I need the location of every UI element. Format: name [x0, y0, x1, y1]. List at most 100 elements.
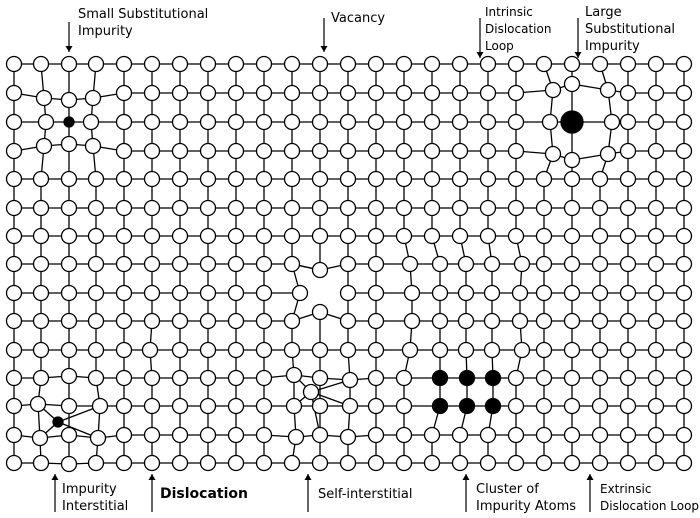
lattice-atom: [423, 113, 441, 131]
lattice-atom: [395, 227, 413, 245]
lattice-atom: [227, 369, 245, 387]
lattice-atom: [5, 142, 23, 160]
lattice-atom: [87, 199, 105, 217]
lattice-atom: [479, 84, 497, 102]
lattice-atom: [227, 255, 245, 273]
lattice-atom: [423, 55, 441, 73]
lattice-atom: [171, 199, 189, 217]
lattice-atom: [395, 170, 413, 188]
lattice-atom: [675, 255, 693, 273]
lattice-atom: [367, 55, 385, 73]
lattice-atom: [535, 284, 553, 302]
lattice-atom: [339, 170, 357, 188]
lattice-atom: [171, 113, 189, 131]
lattice-atom: [647, 255, 665, 273]
lattice-atom: [339, 84, 357, 102]
lattice-atoms: [5, 55, 693, 473]
arrow-impurity-interstitial: [51, 474, 59, 512]
lattice-atom: [89, 429, 107, 447]
lattice-atom: [60, 341, 78, 359]
lattice-atom: [31, 429, 49, 447]
lattice-atom: [5, 55, 23, 73]
lattice-atom: [544, 145, 562, 163]
lattice-atom: [32, 255, 50, 273]
lattice-atom: [143, 312, 161, 330]
lattice-atom: [199, 255, 217, 273]
lattice-atom: [507, 142, 525, 160]
lattice-atom: [591, 369, 609, 387]
lattice-atom: [283, 199, 301, 217]
lattice-atom: [5, 255, 23, 273]
lattice-atom: [451, 454, 469, 472]
lattice-atom: [483, 312, 501, 330]
lattice-atom: [535, 341, 553, 359]
lattice-atom: [457, 341, 475, 359]
lattice-atom: [5, 170, 23, 188]
lattice-atom: [199, 84, 217, 102]
lattice-atom: [115, 454, 133, 472]
arrow-cluster: [462, 474, 470, 512]
lattice-atom: [367, 84, 385, 102]
lattice-atom: [591, 227, 609, 245]
lattice-atom: [591, 312, 609, 330]
lattice-atom: [507, 369, 525, 387]
lattice-atom: [311, 397, 329, 415]
lattice-atom: [311, 55, 329, 73]
lattice-atom: [479, 142, 497, 160]
lattice-atom: [451, 227, 469, 245]
lattice-atom: [341, 371, 359, 389]
lattice-atom: [479, 454, 497, 472]
lattice-atom: [311, 261, 329, 279]
lattice-atom: [339, 428, 357, 446]
lattice-atom: [339, 142, 357, 160]
lattice-atom: [5, 454, 23, 472]
lattice-atom: [60, 199, 78, 217]
lattice-atom: [563, 55, 581, 73]
lattice-atom: [32, 369, 50, 387]
lattice-atom: [563, 151, 581, 169]
lattice-atom: [283, 312, 301, 330]
lattice-atom: [619, 227, 637, 245]
lattice-atom: [5, 397, 23, 415]
lattice-atom: [367, 284, 385, 302]
lattice-atom: [431, 341, 449, 359]
lattice-atom: [5, 227, 23, 245]
lattice-atom: [255, 227, 273, 245]
lattice-atom: [511, 312, 529, 330]
lattice-atom: [143, 199, 161, 217]
lattice-atom: [395, 426, 413, 444]
lattice-atom: [483, 341, 501, 359]
arrow-small-substitutional: [65, 22, 73, 52]
lattice-atom: [395, 142, 413, 160]
lattice-atom: [115, 426, 133, 444]
lattice-atom: [199, 227, 217, 245]
lattice-atom: [451, 84, 469, 102]
lattice-atom: [143, 55, 161, 73]
lattice-atom: [84, 137, 102, 155]
lattice-atom: [87, 312, 105, 330]
lattice-atom: [87, 255, 105, 273]
lattice-atom: [675, 284, 693, 302]
lattice-atom: [60, 255, 78, 273]
lattice-atom: [255, 84, 273, 102]
lattice-atom: [513, 255, 531, 273]
lattice-atom: [311, 170, 329, 188]
lattice-atom: [60, 55, 78, 73]
lattice-atom: [619, 170, 637, 188]
lattice-atom: [423, 142, 441, 160]
label-extrinsic-dislocation-loop: Extrinsic Dislocation Loop: [600, 482, 700, 513]
lattice-atom: [35, 89, 53, 107]
arrow-self-interstitial: [304, 474, 312, 512]
lattice-atom: [423, 426, 441, 444]
lattice-atom: [619, 454, 637, 472]
lattice-atom: [647, 426, 665, 444]
arrow-intrinsic-loop: [476, 18, 484, 58]
lattice-atom: [563, 199, 581, 217]
lattice-atom: [479, 227, 497, 245]
lattice-atom: [535, 312, 553, 330]
lattice-atom: [591, 55, 609, 73]
lattice-atom: [60, 170, 78, 188]
lattice-atom: [451, 113, 469, 131]
label-small-substitutional-impurity: Small Substitutional Impurity: [78, 7, 209, 39]
lattice-atom: [647, 454, 665, 472]
